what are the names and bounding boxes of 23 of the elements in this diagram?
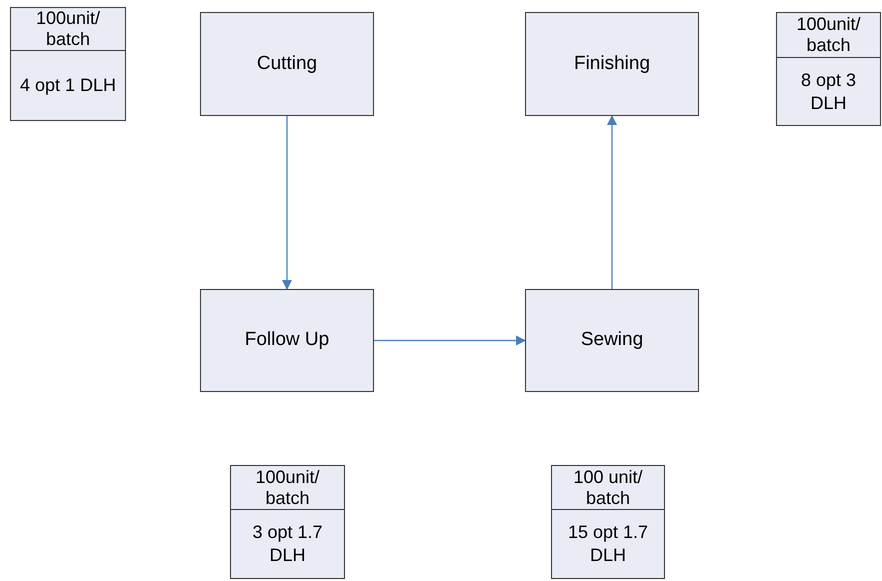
process-box xyxy=(525,289,699,392)
operator-hours-text: 8 opt 3 DLH xyxy=(800,68,858,114)
data-box xyxy=(551,465,665,579)
process-box xyxy=(200,289,374,392)
batch-size-text: 100 unit/ batch xyxy=(572,466,644,508)
batch-size-text: 100unit/ batch xyxy=(795,14,862,56)
process-label: Follow Up xyxy=(244,328,330,352)
arrow xyxy=(607,115,617,289)
data-box xyxy=(10,7,126,121)
operator-hours-text: 3 opt 1.7 DLH xyxy=(251,521,324,567)
arrow xyxy=(374,336,526,346)
data-box xyxy=(230,465,345,579)
process-label: Sewing xyxy=(580,328,644,352)
data-box xyxy=(776,12,881,126)
process-label: Finishing xyxy=(574,52,650,76)
batch-size-text: 100unit/ batch xyxy=(254,466,321,508)
operator-hours-text: 4 opt 1 DLH xyxy=(18,74,118,97)
process-box xyxy=(200,12,374,116)
process-label: Cutting xyxy=(256,52,318,76)
process-box xyxy=(525,12,699,116)
arrow xyxy=(282,116,292,290)
operator-hours-text: 15 opt 1.7 DLH xyxy=(566,521,650,567)
batch-size-text: 100unit/ batch xyxy=(34,8,102,50)
